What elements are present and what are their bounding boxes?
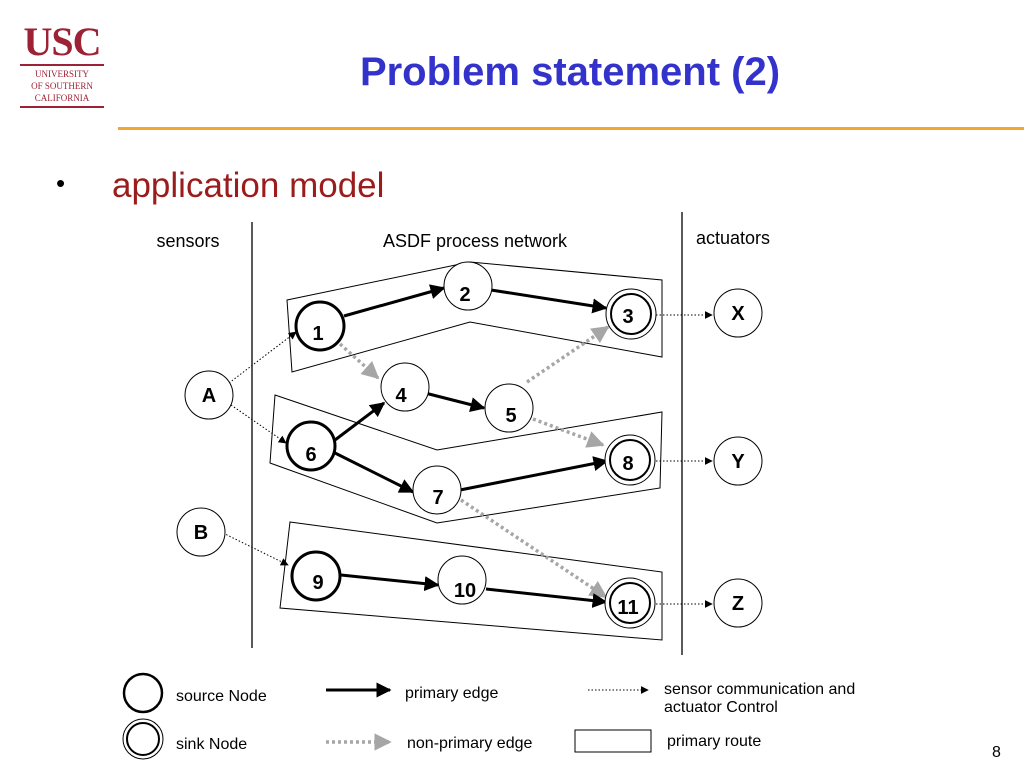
sensor-node-b: B: [176, 507, 226, 557]
sensors-label: sensors: [156, 231, 219, 251]
sensor-node-a: A: [184, 370, 234, 420]
primary-edge-6-4: [334, 401, 386, 442]
actuators-label: actuators: [696, 228, 770, 248]
primary-edge-9-10: [340, 573, 440, 592]
node-6-label: 6: [305, 444, 316, 466]
node-11-label: 11: [617, 597, 638, 619]
legend-source-label: source Node: [176, 688, 267, 705]
node-2: 2: [443, 261, 493, 311]
legend-source-symbol: [122, 672, 164, 714]
node-9-label: 9: [312, 572, 323, 594]
actuator-node-x: X: [713, 288, 763, 338]
node-7: 7: [412, 465, 462, 515]
slide-title: Problem statement (2): [359, 50, 781, 94]
usc-logo: USC UNIVERSITY OF SOUTHERN CALIFORNIA: [20, 22, 104, 124]
logo-wordmark: USC: [23, 19, 101, 64]
actuator-node-z: Z: [713, 578, 763, 628]
node-4: 4: [380, 362, 430, 412]
primary-edge-1-2: [343, 284, 446, 318]
bullet-text: application model: [112, 166, 385, 205]
logo-rule-top: [20, 64, 104, 66]
node-6: 6: [285, 420, 337, 472]
node-5: 5: [484, 383, 534, 433]
logo-line-1: UNIVERSITY: [35, 69, 89, 79]
page-number: 8: [992, 744, 1001, 761]
logo-line-3: CALIFORNIA: [34, 93, 90, 103]
legend-comm-label-1: sensor communication and: [664, 681, 855, 698]
comm-edge-a-6: [230, 404, 287, 444]
primary-edge-10-11: [485, 587, 608, 609]
node-8: 8: [604, 434, 656, 486]
node-9: 9: [290, 550, 342, 602]
node-5-label: 5: [505, 405, 516, 427]
network-label: ASDF process network: [383, 231, 568, 251]
sensor-node-a-label: A: [202, 385, 216, 407]
non-primary-edge-5-3: [526, 325, 610, 384]
primary-edge-6-7: [332, 450, 415, 494]
logo-line-2: OF SOUTHERN: [31, 81, 93, 91]
legend-non-primary-label: non-primary edge: [407, 735, 533, 752]
primary-edge-4-5: [424, 391, 486, 412]
actuator-node-y: Y: [713, 436, 763, 486]
title-rule: [118, 127, 1024, 130]
route-bottom: [279, 521, 663, 641]
node-8-label: 8: [622, 453, 633, 475]
node-3: 3: [605, 288, 657, 340]
node-10-label: 10: [454, 580, 476, 602]
legend-sink-inner: [126, 722, 160, 756]
legend-route-symbol: [574, 729, 652, 753]
node-7-label: 7: [432, 487, 443, 509]
primary-edge-7-8: [459, 456, 609, 492]
sensor-node-b-label: B: [194, 522, 208, 544]
node-4-label: 4: [395, 385, 407, 407]
non-primary-edge-7-11: [460, 498, 608, 599]
node-2-label: 2: [459, 284, 470, 306]
legend-sink-outer: [122, 718, 164, 760]
logo-rule-bottom: [20, 106, 104, 108]
route-middle: [269, 394, 663, 524]
actuator-node-y-label: Y: [731, 451, 745, 473]
non-primary-edge-1-4: [338, 342, 380, 380]
legend-comm-label-2: actuator Control: [664, 699, 778, 716]
node-11: 11: [604, 577, 656, 629]
legend-primary-label: primary edge: [405, 685, 498, 702]
legend-route-label: primary route: [667, 733, 761, 750]
non-primary-edge-5-8: [532, 417, 605, 448]
node-1: 1: [294, 300, 346, 352]
node-1-label: 1: [312, 323, 323, 345]
comm-edge-a-1: [228, 331, 297, 384]
actuator-node-z-label: Z: [732, 593, 744, 615]
node-3-label: 3: [622, 306, 633, 328]
legend: source Node sink Node primary edge non-p…: [122, 672, 855, 760]
primary-edge-2-3: [490, 288, 608, 314]
legend-sink-label: sink Node: [176, 736, 247, 753]
node-10: 10: [437, 555, 487, 605]
actuator-node-x-label: X: [731, 303, 745, 325]
comm-edge-b-9: [222, 532, 289, 566]
bullet-marker: •: [56, 168, 66, 198]
